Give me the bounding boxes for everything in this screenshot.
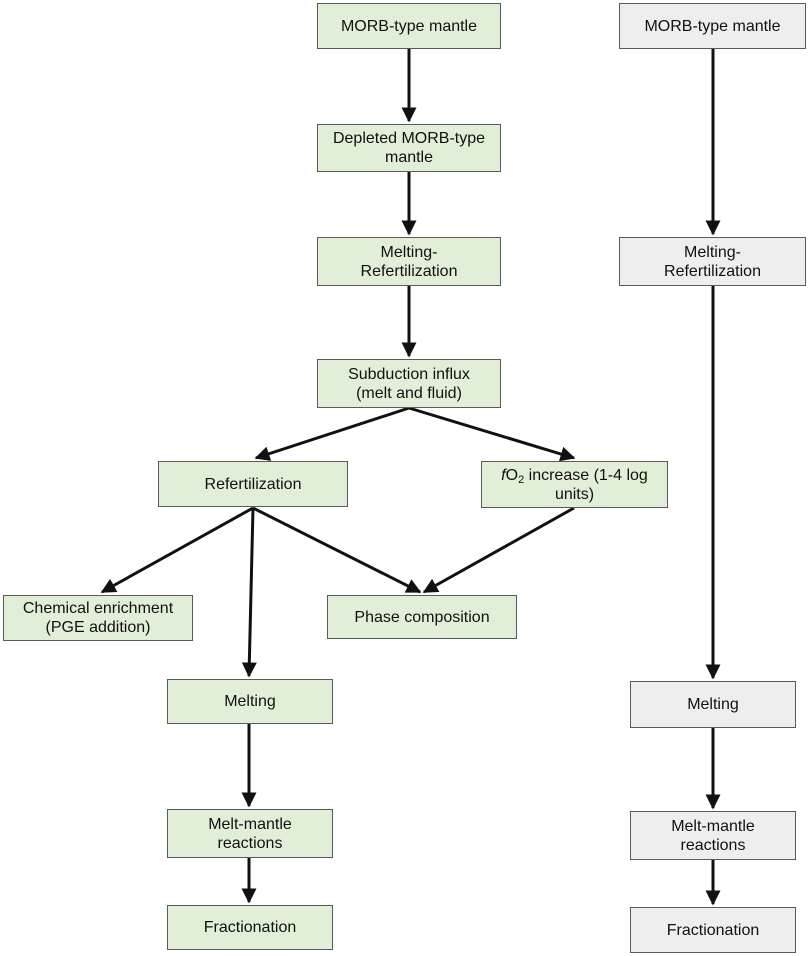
- left-chemical-enrichment: Chemical enrichment (PGE addition): [3, 595, 193, 641]
- left-depleted-morb-mantle: Depleted MORB-type mantle: [317, 124, 501, 172]
- left-phase-composition: Phase composition: [327, 595, 517, 639]
- right-melting-refertilization: Melting- Refertilization: [619, 237, 806, 286]
- left-subduction-influx: Subduction influx (melt and fluid): [317, 359, 501, 408]
- left-fo2-increase: fO2 increase (1-4 log units): [481, 461, 668, 508]
- left-morb-type-mantle: MORB-type mantle: [317, 3, 501, 49]
- arrow-refertilization-to-melting: [241, 507, 257, 678]
- arrow-subduction-to-fo2: [408, 406, 576, 462]
- right-melting: Melting: [630, 681, 796, 728]
- arrow-fo2-to-phase: [422, 506, 575, 594]
- right-morb-type-mantle: MORB-type mantle: [619, 3, 806, 49]
- arrow-refertilization-to-chemical: [100, 506, 254, 594]
- left-melting: Melting: [167, 679, 333, 724]
- left-refertilization: Refertilization: [158, 461, 348, 507]
- arrow-subduction-to-refertilization: [254, 406, 410, 461]
- left-fractionation: Fractionation: [167, 905, 333, 950]
- arrow-refertilization-to-phase: [252, 506, 422, 594]
- left-melting-refertilization: Melting- Refertilization: [317, 237, 501, 286]
- right-melt-mantle-reactions: Melt-mantle reactions: [630, 811, 796, 860]
- right-fractionation: Fractionation: [630, 907, 796, 953]
- left-melt-mantle-reactions: Melt-mantle reactions: [167, 809, 333, 858]
